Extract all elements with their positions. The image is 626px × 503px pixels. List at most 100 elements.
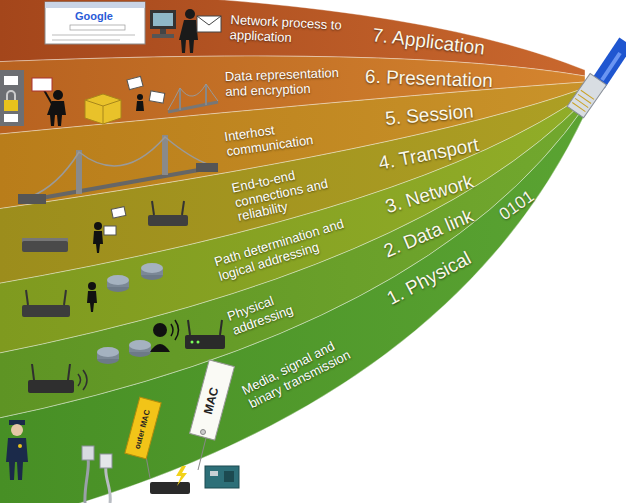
wireless-router-part [26,290,28,305]
router-antenna [148,201,188,226]
logo-text-box: Google [75,10,115,22]
layer-description: Network process to application [229,13,348,48]
ethernet-plug-part [598,42,626,84]
person-sign-part [53,90,63,100]
suspension-bridge-part [162,135,168,175]
wireless-router [22,290,70,317]
switch-cylinders-part [129,340,151,350]
suspension-bridge-part [196,163,218,172]
computer-part [152,34,174,38]
small-bridge [168,84,218,112]
small-bridge-part [168,84,218,110]
suspension-bridge-part [18,194,46,204]
router-antenna-part [148,215,188,226]
computer-part [160,29,166,34]
courier-part [111,207,126,219]
mac-tag [190,360,235,470]
person-envelope-part [185,9,195,19]
cables-part [85,458,89,503]
cables-part [106,466,111,503]
lock-panel-part [7,91,15,100]
courier-2 [87,282,97,312]
browser-window-part [45,2,145,44]
outer-mac-tag [125,397,161,478]
person-sign-part [44,90,52,104]
person-envelope [179,9,221,53]
router-part [22,241,68,252]
layer-description-box: Data representation and encryption [225,66,344,99]
small-bridge-part [168,102,218,112]
speaking-person-part [153,323,167,337]
router-antenna-part [182,201,184,215]
device-board-part [176,466,187,486]
envelopes [127,76,165,111]
person-envelope-part [179,20,198,53]
envelopes-part [137,94,143,100]
lock-panel-part [4,100,18,111]
lock-panel-part [4,76,18,85]
courier [93,207,126,253]
person-sign-part [47,101,66,126]
yellow-box-part [85,100,121,124]
yellow-box-part [85,94,121,124]
cables-part [100,454,112,468]
policeman [6,420,28,480]
ethernet-plug-part [602,53,620,80]
small-bridge-part [179,88,181,110]
band-fill [0,106,585,503]
envelopes-part [149,91,165,103]
person-envelope-part [197,16,221,32]
small-bridge-part [205,84,207,105]
device-board-part [205,466,239,488]
router [22,238,68,252]
speaking-person-part [150,344,170,352]
hub-part [141,263,163,273]
computer-part [150,10,176,29]
ethernet-plug-part-part [567,74,606,118]
browser-window-part [70,25,125,30]
lock-panel-part [0,70,24,126]
router-link-part [68,364,70,380]
device-board-part [210,471,218,476]
lock-panel-part [4,114,18,122]
outer-mac-tag-part [125,397,161,459]
binary-text: 0101 [496,186,539,224]
switch-cylinders-part [97,347,119,357]
hub [107,263,163,292]
ethernet-plug [567,42,626,118]
browser-window-part [52,40,120,41]
suspension-bridge-part [30,137,210,197]
device-board [150,466,239,494]
device-board-part [224,471,234,482]
router-antenna-part [152,201,154,215]
router-link-part [78,370,87,390]
wifi-router-part [197,341,200,344]
binary-text-box: 0101 [496,186,539,224]
outer-mac-tag-part [146,456,150,478]
policeman-part [11,424,23,436]
browser-window-part [45,2,145,8]
wifi-router [185,320,225,349]
suspension-bridge-part [30,168,210,200]
wireless-router-part [64,290,66,305]
ethernet-plug-part [567,74,606,118]
device-board-part [150,482,190,494]
mac-tag-part [190,360,235,440]
logo-text: Google [75,10,115,22]
mac-tag-part [198,438,206,470]
suspension-bridge [18,135,218,204]
yellow-box [85,94,121,124]
router-link-part [32,364,34,380]
hub-part [107,275,129,285]
router-link-part [28,380,74,393]
envelopes-part [127,76,143,89]
courier-part [104,226,116,235]
cables [82,446,112,503]
speaking-person [150,320,179,352]
tag-text: outer MAC [134,406,154,450]
courier-part [94,222,102,230]
policeman-part [6,438,28,480]
band-fill [0,100,585,420]
person-sign-part [32,78,52,91]
tag-text-box: MAC [202,383,223,415]
